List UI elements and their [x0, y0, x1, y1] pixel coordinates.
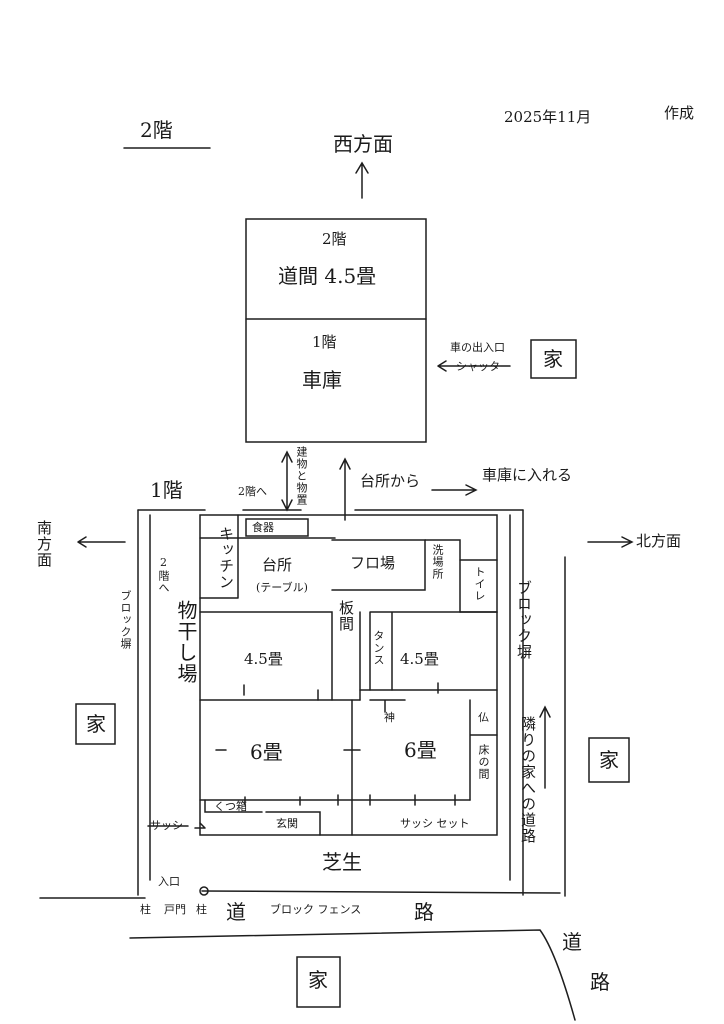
direction-south: 南方面: [35, 520, 53, 568]
shoe-cabinet: [204, 799, 263, 813]
garage-shutter-note: シャッター: [456, 360, 511, 373]
pantry-label: 食器: [252, 521, 274, 534]
neighbor-house-ne-box: [530, 339, 577, 379]
drawing-author: 作成: [664, 104, 695, 122]
middle-horizontal: [199, 689, 498, 701]
entrance-box: [265, 811, 321, 836]
garage-access-label: 車庫に入れる: [482, 466, 573, 484]
kitchen-strip: [199, 514, 336, 599]
kitchen-up-arrow: [339, 457, 351, 521]
garage-upper-floor-label: 2階: [322, 230, 347, 248]
room-45-right-label: 4.5畳: [400, 650, 439, 668]
from-kitchen-label: 台所から: [360, 472, 421, 490]
corridor-label: 板間: [337, 600, 355, 632]
garage-upper-room: 道間 4.5畳: [278, 264, 377, 288]
gate-entry-label: 入口: [158, 875, 180, 888]
to-floor2-label-top: 2階へ: [238, 485, 267, 498]
dining-sub-label: (テーブル): [256, 581, 308, 594]
kamidana-line: [369, 699, 406, 713]
room-6-right-label: 6畳: [404, 738, 437, 762]
north-arrow: [587, 536, 634, 548]
bath-label: フロ場: [350, 554, 396, 572]
block-wall-left-label: ブロック塀: [119, 590, 132, 650]
entrance-label: 玄関: [276, 817, 298, 830]
butsu-toko-wall: [469, 699, 498, 801]
room-6-left-label: 6畳: [250, 740, 283, 764]
garage-room: 車庫: [302, 368, 342, 392]
building-gap-note: 建物と物置: [295, 446, 308, 506]
neighbor-house-w-box: [75, 703, 116, 745]
gap-arrow: [281, 450, 293, 512]
gate-post: [199, 886, 209, 896]
house-outline: [199, 514, 498, 836]
shutter-arrow: [437, 360, 511, 372]
neighbor-path-arrow: [539, 705, 551, 789]
drying-area-label: 物干し場: [174, 600, 198, 684]
washroom-label: 洗場所: [431, 544, 444, 580]
garage-access-arrow: [431, 484, 478, 496]
neighbor-house-w: 家: [86, 712, 106, 736]
butsudan-label: 仏: [478, 711, 489, 724]
shoe-cabinet-label: くつ箱: [214, 800, 247, 813]
gate-door-label: 戸門: [164, 903, 186, 916]
direction-west: 西方面: [333, 132, 393, 156]
kamidana-label: 神: [384, 711, 395, 724]
lawn-label: 芝生: [322, 850, 362, 874]
garage-entry-note: 車の出入口: [450, 341, 505, 354]
floor2-title: 2階: [140, 118, 173, 142]
chest-label: タンス: [372, 630, 385, 666]
path-to-neighbor-label: 隣りの家への道路: [519, 716, 537, 844]
pantry-box: [245, 518, 309, 537]
dining-wall: [199, 611, 333, 701]
dining-label: 台所: [262, 556, 293, 574]
garage-block-outline: [245, 218, 427, 443]
drawing-date: 2025年11月: [504, 108, 592, 126]
room-45-left-label: 4.5畳: [244, 650, 283, 668]
tatami-ticks: [215, 682, 456, 806]
gate-pillar-left: 柱: [140, 903, 151, 916]
block-wall-right-label: ブロック塀: [515, 580, 533, 660]
front-road-label-2: 路: [414, 900, 434, 924]
sash-label: サッシ: [150, 819, 183, 832]
road-edge-south: [129, 929, 576, 1021]
neighbor-house-ne: 家: [543, 347, 563, 371]
to-floor2-label-side: 2階へ: [157, 556, 170, 594]
toilet-label: トイレ: [473, 566, 486, 602]
kitchen-label: キッチン: [217, 526, 235, 590]
entrance-arrow: [194, 822, 206, 829]
tokonoma-label: 床の間: [477, 744, 490, 780]
side-road-label-1: 道: [562, 930, 582, 954]
side-road-label-2: 路: [590, 970, 610, 994]
sash-set-label: サッシ セット: [400, 817, 470, 830]
garage-lower-floor-label: 1階: [312, 333, 337, 351]
direction-north: 北方面: [636, 532, 682, 550]
fence-label: ブロック フェンス: [270, 903, 362, 916]
west-arrow: [355, 161, 369, 199]
gate-pillar-right: 柱: [196, 903, 207, 916]
neighbor-house-s-box: [296, 956, 341, 1008]
south-arrow: [77, 536, 126, 548]
gate-line: [201, 890, 561, 894]
right-45-room: [369, 611, 498, 691]
bath-box: [331, 539, 426, 591]
floor1-title: 1階: [150, 478, 183, 502]
neighbor-house-e: 家: [599, 748, 619, 772]
neighbor-house-e-box: [588, 737, 630, 783]
neighbor-house-s: 家: [308, 968, 328, 992]
front-road-label-1: 道: [226, 900, 246, 924]
washroom-wall: [424, 539, 461, 613]
